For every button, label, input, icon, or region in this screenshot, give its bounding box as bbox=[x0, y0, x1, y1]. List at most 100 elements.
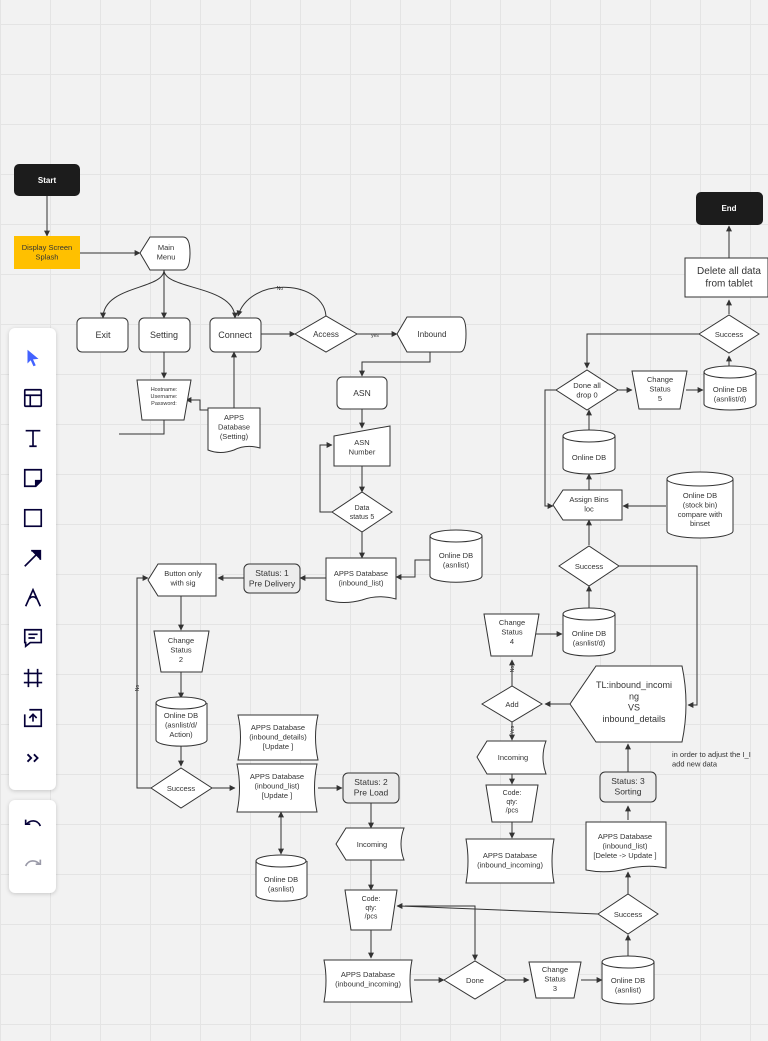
more-icon[interactable] bbox=[9, 738, 56, 778]
add-node[interactable] bbox=[481, 685, 543, 723]
add-label: Add bbox=[505, 700, 518, 709]
online-asnlist-d-2-label: Online DB(asnlist/d) bbox=[713, 385, 747, 403]
online-asnlist-2-label: Online DB(asnlist) bbox=[264, 875, 298, 893]
online-action-node[interactable] bbox=[155, 696, 208, 747]
start-label: Start bbox=[38, 176, 57, 185]
start-node[interactable] bbox=[14, 164, 80, 196]
asn-label: ASN bbox=[353, 388, 370, 398]
data-status5-node[interactable] bbox=[331, 491, 393, 533]
login-node[interactable] bbox=[136, 379, 192, 421]
change-status5-node[interactable] bbox=[631, 370, 688, 410]
pen-icon[interactable] bbox=[9, 578, 56, 618]
success1-node[interactable] bbox=[150, 767, 213, 809]
apps-details-update-node[interactable] bbox=[237, 714, 319, 761]
exit-node[interactable] bbox=[76, 317, 129, 353]
online-asnlist-1-label: Online DB(asnlist) bbox=[439, 551, 473, 569]
change-status3-node[interactable] bbox=[528, 961, 582, 999]
edge-label-no: No bbox=[277, 286, 284, 292]
template-icon[interactable] bbox=[9, 378, 56, 418]
change-status4-node[interactable] bbox=[483, 613, 540, 657]
comment-icon[interactable] bbox=[9, 618, 56, 658]
code-2-node[interactable] bbox=[485, 784, 539, 823]
apps-incoming-2-node[interactable] bbox=[465, 838, 555, 884]
rectangle-icon[interactable] bbox=[9, 498, 56, 538]
inbound-label: Inbound bbox=[418, 330, 447, 339]
edge-label-yes-vertical: Yes bbox=[510, 725, 516, 734]
delete-all-node[interactable] bbox=[684, 257, 768, 298]
online-asnlist-3-node[interactable] bbox=[601, 955, 655, 1005]
status1-node[interactable] bbox=[243, 563, 301, 594]
edge-donedrop-assign bbox=[544, 389, 556, 509]
main-menu-node[interactable] bbox=[139, 236, 191, 271]
online-asnlist-3-label: Online DB(asnlist) bbox=[611, 976, 645, 994]
inbound-node[interactable] bbox=[396, 316, 467, 353]
edge-success1-loop bbox=[136, 575, 151, 789]
undo-icon[interactable] bbox=[9, 806, 56, 846]
done-label: Done bbox=[466, 976, 484, 985]
edge-login-back bbox=[119, 420, 165, 435]
success2-node[interactable] bbox=[597, 893, 659, 935]
select-icon[interactable] bbox=[9, 338, 56, 378]
apps-setting-node[interactable] bbox=[207, 407, 261, 453]
code-1-node[interactable] bbox=[344, 889, 398, 931]
success4-label: Success bbox=[715, 330, 744, 339]
edge-menu-connect bbox=[163, 269, 238, 319]
frame-icon[interactable] bbox=[9, 658, 56, 698]
status3-node[interactable] bbox=[599, 771, 657, 803]
online-asnlist-d-2-node[interactable] bbox=[703, 365, 757, 411]
setting-node[interactable] bbox=[138, 317, 191, 353]
online-db-label: Online DB bbox=[572, 453, 606, 462]
asn-number-node[interactable] bbox=[333, 425, 391, 467]
online-db-node[interactable] bbox=[562, 429, 616, 475]
text-icon[interactable] bbox=[9, 418, 56, 458]
edge-label-yes: yes bbox=[371, 333, 379, 339]
end-node[interactable] bbox=[696, 192, 763, 225]
change-status2-node[interactable] bbox=[153, 630, 210, 673]
apps-list-delete-node[interactable] bbox=[585, 821, 667, 873]
online-asnlist-2-node[interactable] bbox=[255, 854, 308, 902]
sticky-note-icon[interactable] bbox=[9, 458, 56, 498]
incoming-2-node[interactable] bbox=[476, 740, 547, 775]
connect-node[interactable] bbox=[209, 317, 262, 353]
apps-inbound-list-1-node[interactable] bbox=[325, 557, 397, 603]
success4-node[interactable] bbox=[698, 314, 760, 354]
login-label: Hostname:Username:Password: bbox=[151, 387, 178, 407]
incoming-1-node[interactable] bbox=[335, 827, 405, 861]
edge-success3-tl bbox=[619, 565, 698, 708]
button-sig-node[interactable] bbox=[147, 563, 217, 597]
asn-node[interactable] bbox=[336, 376, 388, 410]
tl-compare-node[interactable] bbox=[569, 665, 687, 743]
assign-bins-node[interactable] bbox=[552, 489, 623, 521]
redo-icon[interactable] bbox=[9, 846, 56, 886]
edge-code1-done bbox=[405, 905, 478, 961]
done-node[interactable] bbox=[443, 960, 507, 1000]
status2-node[interactable] bbox=[342, 772, 400, 804]
upload-icon[interactable] bbox=[9, 698, 56, 738]
success3-node[interactable] bbox=[558, 545, 620, 587]
online-asnlist-1-node[interactable] bbox=[429, 529, 483, 583]
code-1-label: Code:qty:/pcs bbox=[362, 896, 381, 921]
splash-node[interactable] bbox=[14, 236, 80, 269]
online-asnlist-d-1-node[interactable] bbox=[562, 607, 616, 657]
exit-label: Exit bbox=[95, 330, 111, 340]
incoming-2-label: Incoming bbox=[498, 753, 528, 762]
edge-status5-loop bbox=[319, 442, 333, 513]
online-stockbin-node[interactable] bbox=[666, 471, 734, 539]
code-2-label: Code:qty:/pcs bbox=[503, 790, 522, 815]
apps-list-update-node[interactable] bbox=[236, 763, 318, 813]
done-drop-node[interactable] bbox=[555, 369, 619, 411]
access-node[interactable] bbox=[294, 315, 358, 353]
arrow-icon[interactable] bbox=[9, 538, 56, 578]
apps-incoming-1-node[interactable] bbox=[323, 959, 413, 1003]
